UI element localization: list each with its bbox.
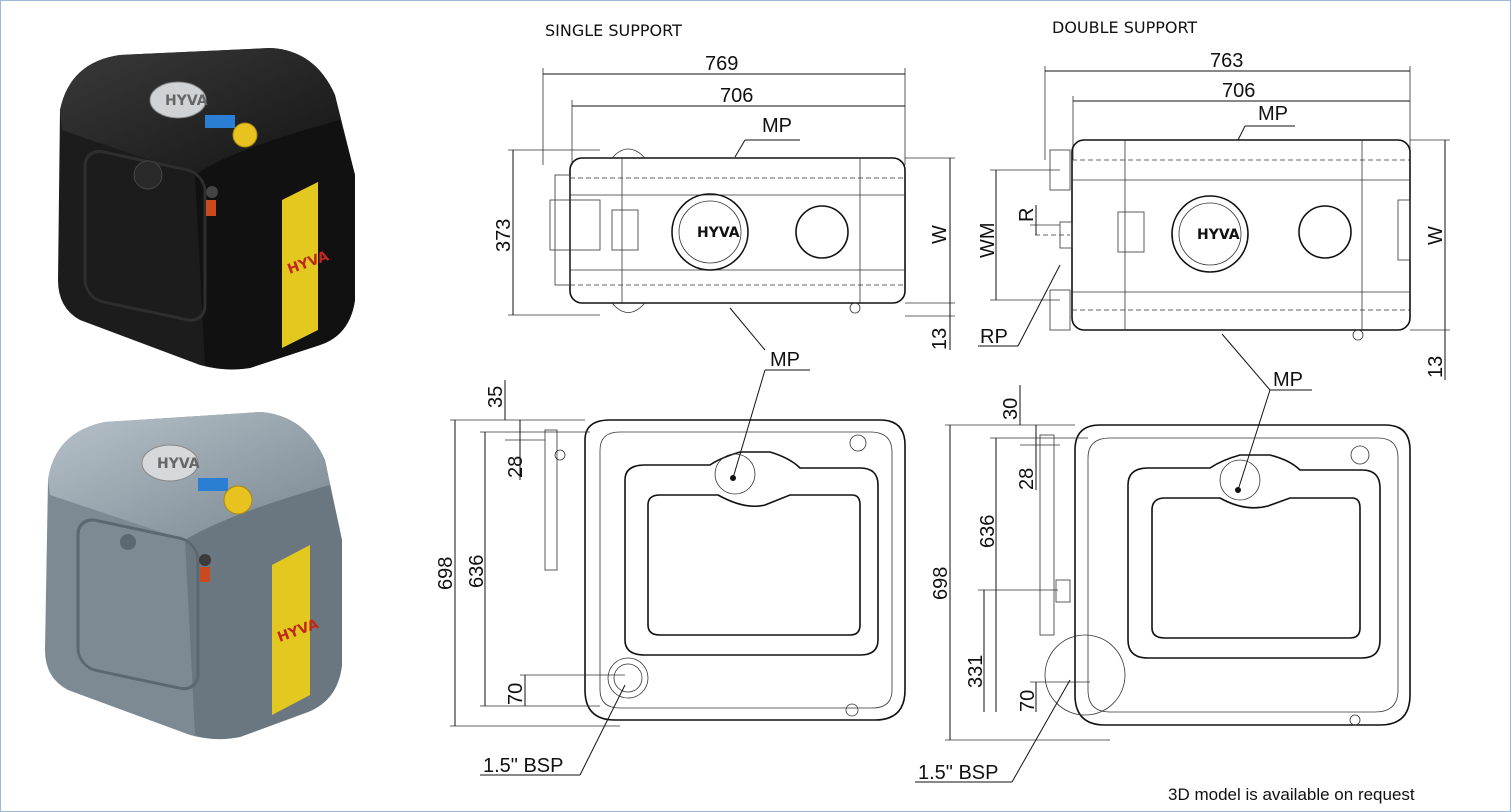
double-dim-30: 30 (1000, 398, 1022, 420)
double-bsp-label: 1.5" BSP (918, 762, 998, 784)
single-top-view: 769 706 MP 373 HYVA (493, 53, 955, 350)
single-dim-28: 28 (505, 456, 527, 478)
double-top-view: 763 706 MP HYVA WM R (977, 50, 1450, 380)
single-dim-373: 373 (493, 219, 515, 252)
double-mp-top-label: MP (1258, 103, 1288, 125)
grey-tank-render: HYVA HYVA (45, 412, 342, 740)
single-side-view: 698 636 35 28 70 1.5" BSP (435, 380, 906, 777)
single-dim-13: 13 (929, 328, 951, 350)
svg-text:HYVA: HYVA (697, 225, 740, 241)
double-dim-rp: RP (980, 326, 1008, 348)
double-dim-13: 13 (1425, 356, 1447, 378)
single-mp-mid-label: MP (770, 349, 800, 371)
yellow-stripe (272, 545, 310, 715)
single-dim-636: 636 (466, 555, 488, 588)
double-side-view: 698 636 30 28 331 70 1.5" BSP (915, 385, 1411, 784)
single-bsp-label: 1.5" BSP (483, 755, 563, 777)
footer-note: 3D model is available on request (1168, 785, 1415, 804)
single-dim-35: 35 (485, 386, 507, 408)
single-dim-w: W (929, 225, 951, 244)
double-mp-mid-label: MP (1273, 369, 1303, 391)
double-dim-331: 331 (965, 655, 987, 688)
double-dim-763: 763 (1210, 50, 1243, 72)
double-dim-636: 636 (977, 515, 999, 548)
single-dim-706: 706 (720, 85, 753, 107)
double-dim-28: 28 (1016, 468, 1038, 490)
blue-label-icon (198, 478, 228, 491)
double-dim-wm: WM (977, 222, 999, 258)
single-dim-769: 769 (705, 53, 738, 75)
double-dim-w: W (1425, 226, 1447, 245)
double-dim-r: R (1016, 208, 1038, 222)
single-mp-top-label: MP (762, 115, 792, 137)
single-support-title: SINGLE SUPPORT (545, 21, 682, 40)
yellow-stripe (282, 182, 318, 348)
svg-text:HYVA: HYVA (165, 93, 208, 109)
double-support-title: DOUBLE SUPPORT (1052, 18, 1197, 37)
double-dim-70: 70 (1017, 690, 1039, 712)
double-dim-706: 706 (1222, 80, 1255, 102)
svg-text:HYVA: HYVA (157, 456, 200, 472)
single-dim-70: 70 (505, 683, 527, 705)
single-dim-698: 698 (435, 557, 457, 590)
svg-text:HYVA: HYVA (1197, 227, 1240, 243)
blue-label-icon (205, 115, 235, 128)
black-tank-render: HYVA HYVA (58, 48, 355, 370)
double-dim-698: 698 (930, 567, 952, 600)
